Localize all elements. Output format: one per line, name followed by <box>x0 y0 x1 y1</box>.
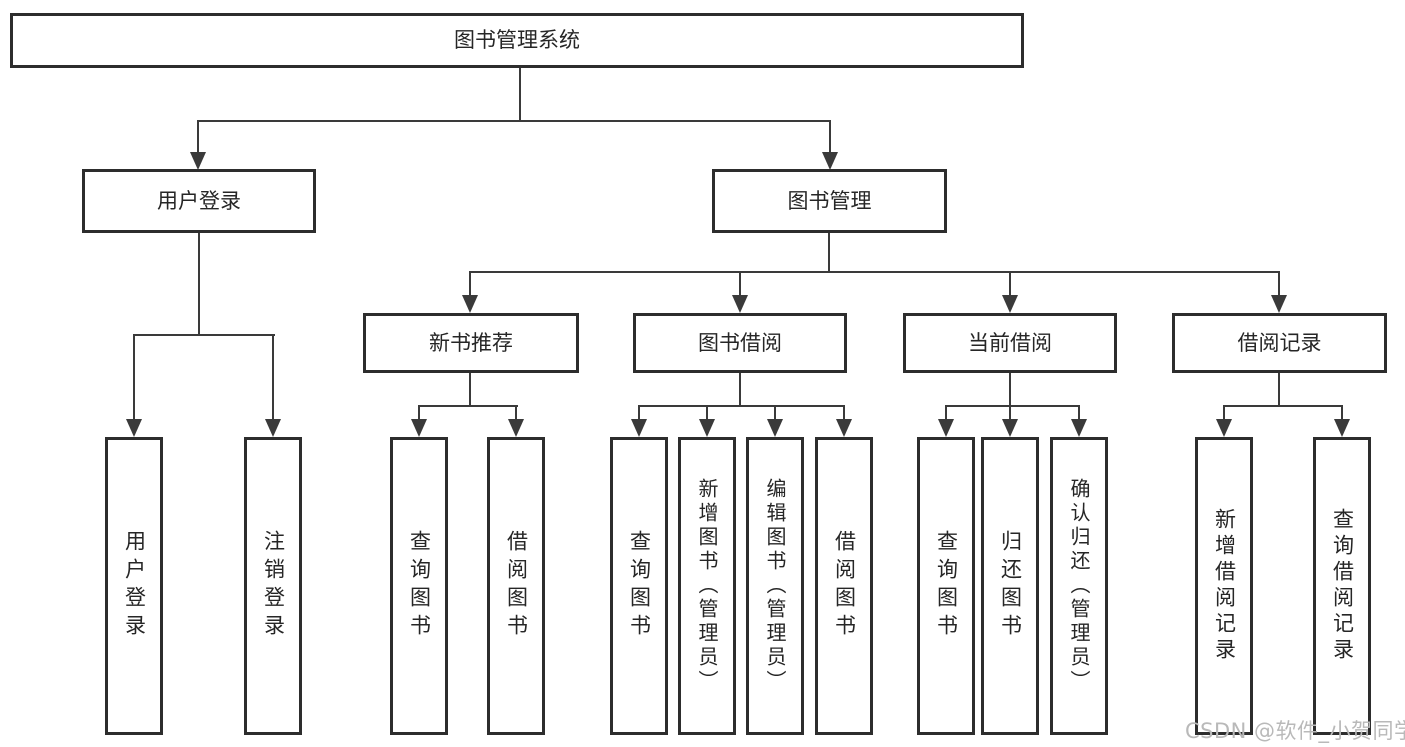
node-new-book-recommend: 新书推荐 <box>363 313 579 373</box>
arrowhead-down-icon <box>462 295 478 313</box>
arrowhead-down-icon <box>190 152 206 170</box>
arrowhead-down-icon <box>1071 419 1087 437</box>
connector-line <box>638 405 845 407</box>
connector-line <box>945 405 1080 407</box>
leaf-query-books-borrow: 查询图书 <box>610 437 668 735</box>
connector-line <box>133 334 275 336</box>
arrowhead-down-icon <box>938 419 954 437</box>
leaf-edit-book-admin: 编辑图书（管理员） <box>746 437 804 735</box>
leaf-label: 借阅图书 <box>504 530 529 642</box>
connector-line <box>739 271 741 297</box>
connector-line <box>418 405 518 407</box>
connector-line <box>197 120 831 122</box>
connector-line <box>828 233 830 273</box>
connector-line <box>774 405 776 423</box>
leaf-label: 新增图书（管理员） <box>695 478 719 694</box>
connector-line <box>1009 405 1011 423</box>
connector-line <box>469 373 471 407</box>
connector-line <box>1009 373 1011 407</box>
leaf-return-book: 归还图书 <box>981 437 1039 735</box>
leaf-label: 新增借阅记录 <box>1212 508 1237 664</box>
arrowhead-down-icon <box>126 419 142 437</box>
connector-line <box>519 68 521 122</box>
leaf-label: 查询图书 <box>407 530 432 642</box>
connector-line <box>1278 373 1280 407</box>
leaf-logout: 注销登录 <box>244 437 302 735</box>
leaf-label: 确认归还（管理员） <box>1067 478 1091 694</box>
arrowhead-down-icon <box>822 152 838 170</box>
arrowhead-down-icon <box>732 295 748 313</box>
arrowhead-down-icon <box>767 419 783 437</box>
arrowhead-down-icon <box>1216 419 1232 437</box>
arrowhead-down-icon <box>699 419 715 437</box>
node-book-borrow: 图书借阅 <box>633 313 847 373</box>
leaf-user-login: 用户登录 <box>105 437 163 735</box>
connector-line <box>1009 271 1011 297</box>
arrowhead-down-icon <box>631 419 647 437</box>
connector-line <box>198 233 200 336</box>
arrowhead-down-icon <box>508 419 524 437</box>
connector-line <box>843 405 845 423</box>
connector-line <box>469 271 1280 273</box>
connector-line <box>197 120 199 156</box>
node-user-login: 用户登录 <box>82 169 316 233</box>
node-library-management-system: 图书管理系统 <box>10 13 1024 68</box>
connector-line <box>706 405 708 423</box>
arrowhead-down-icon <box>265 419 281 437</box>
leaf-borrow-books-borrow: 借阅图书 <box>815 437 873 735</box>
connector-line <box>418 405 420 423</box>
leaf-label: 归还图书 <box>998 530 1023 642</box>
leaf-label: 查询借阅记录 <box>1330 508 1355 664</box>
connector-line <box>1078 405 1080 423</box>
connector-line <box>1223 405 1343 407</box>
connector-line <box>515 405 517 423</box>
connector-line <box>1223 405 1225 423</box>
arrowhead-down-icon <box>836 419 852 437</box>
connector-line <box>638 405 640 423</box>
connector-line <box>829 120 831 156</box>
connector-line <box>1278 271 1280 297</box>
connector-line <box>739 373 741 407</box>
arrowhead-down-icon <box>1334 419 1350 437</box>
leaf-add-borrow-record: 新增借阅记录 <box>1195 437 1253 735</box>
node-current-borrow: 当前借阅 <box>903 313 1117 373</box>
arrowhead-down-icon <box>1271 295 1287 313</box>
csdn-watermark: CSDN @软件_小贺同学 <box>1185 719 1405 743</box>
arrowhead-down-icon <box>1002 295 1018 313</box>
connector-line <box>1341 405 1343 423</box>
leaf-query-books-current: 查询图书 <box>917 437 975 735</box>
leaf-label: 查询图书 <box>934 530 959 642</box>
leaf-add-book-admin: 新增图书（管理员） <box>678 437 736 735</box>
leaf-query-books-recommend: 查询图书 <box>390 437 448 735</box>
leaf-borrow-books-recommend: 借阅图书 <box>487 437 545 735</box>
leaf-label: 借阅图书 <box>832 530 857 642</box>
connector-line <box>133 334 135 422</box>
connector-line <box>945 405 947 423</box>
leaf-label: 编辑图书（管理员） <box>763 478 787 694</box>
leaf-label: 注销登录 <box>261 530 286 642</box>
node-book-management: 图书管理 <box>712 169 947 233</box>
arrowhead-down-icon <box>1002 419 1018 437</box>
leaf-label: 查询图书 <box>627 530 652 642</box>
leaf-label: 用户登录 <box>122 530 147 642</box>
connector-line <box>272 334 274 422</box>
connector-line <box>469 271 471 297</box>
node-borrow-records: 借阅记录 <box>1172 313 1387 373</box>
leaf-query-borrow-record: 查询借阅记录 <box>1313 437 1371 735</box>
arrowhead-down-icon <box>411 419 427 437</box>
leaf-confirm-return-admin: 确认归还（管理员） <box>1050 437 1108 735</box>
